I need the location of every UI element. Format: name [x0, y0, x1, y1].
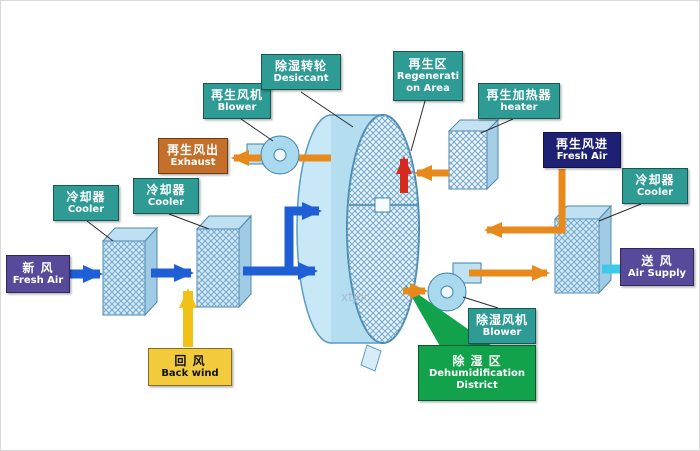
callout-dehumid-blower	[462, 296, 499, 309]
callout-regen-area	[410, 100, 426, 152]
callout-cooler-left2	[168, 213, 210, 230]
dehumid-blower-fan	[427, 262, 482, 312]
label-exhaust-en: Exhaust	[170, 157, 216, 169]
label-regen-blower: 再生风机 Blower	[203, 83, 271, 119]
label-regen-area: 再生区 Regenerati on Area	[393, 51, 463, 101]
wheel-bottom-tab	[360, 344, 382, 372]
label-dehumid-blower-en: Blower	[482, 327, 522, 339]
label-regen-area-en2: on Area	[406, 83, 450, 95]
label-regen-fresh-air: 再生风进 Fresh Air	[543, 132, 621, 168]
label-fresh-air: 新 风 Fresh Air	[6, 255, 70, 293]
label-exhaust-zh: 再生风出	[166, 142, 219, 157]
label-desiccant-wheel-en: Desiccant	[273, 73, 329, 85]
arrow-cooler2-to-wheel-high	[284, 202, 322, 271]
cooler-unit-1	[101, 226, 159, 317]
rotary-wheel	[296, 114, 420, 372]
label-desiccant-wheel: 除湿转轮 Desiccant	[261, 54, 341, 90]
label-cooler-left-2-zh: 冷却器	[146, 182, 186, 197]
label-cooler-right: 冷却器 Cooler	[622, 168, 688, 204]
label-cooler-left-2-en: Cooler	[147, 197, 185, 209]
label-regen-blower-en: Blower	[217, 102, 257, 114]
label-dehumid-blower-zh: 除湿风机	[475, 312, 528, 327]
label-exhaust: 再生风出 Exhaust	[158, 138, 228, 174]
label-fresh-air-en: Fresh Air	[12, 275, 64, 287]
label-air-supply: 送 风 Air Supply	[620, 248, 694, 286]
label-dehumid-district: 除 湿 区 Dehumidification District	[418, 345, 536, 401]
label-regen-area-en1: Regenerati	[396, 71, 460, 83]
label-regen-blower-zh: 再生风机	[210, 87, 263, 102]
label-air-supply-en: Air Supply	[627, 268, 687, 280]
label-regen-heater: 再生加热器 heater	[478, 83, 560, 119]
process-air-arrows	[70, 202, 322, 283]
label-cooler-left-2: 冷却器 Cooler	[133, 178, 199, 214]
label-dehumid-district-en2: District	[456, 380, 498, 392]
label-dehumid-district-zh: 除 湿 区	[452, 353, 502, 368]
label-regen-fresh-air-en: Fresh Air	[556, 151, 608, 163]
label-cooler-left-1-en: Cooler	[67, 204, 105, 216]
label-fresh-air-zh: 新 风	[22, 260, 54, 275]
label-dehumid-district-en1: Dehumidification	[428, 368, 526, 380]
callout-desiccant	[300, 91, 354, 128]
label-regen-heater-zh: 再生加热器	[486, 87, 552, 102]
label-dehumid-blower: 除湿风机 Blower	[468, 308, 536, 344]
label-cooler-left-1-zh: 冷却器	[66, 189, 106, 204]
label-back-wind-zh: 回 风	[174, 353, 206, 368]
watermark: xtjqc	[341, 290, 370, 304]
label-cooler-right-en: Cooler	[636, 187, 674, 199]
wheel-hub	[374, 197, 391, 213]
regen-air-arrows	[231, 150, 566, 299]
label-cooler-right-zh: 冷却器	[635, 172, 675, 187]
callout-regen-blower	[240, 118, 274, 142]
callout-heater	[480, 118, 514, 134]
label-back-wind-en: Back wind	[161, 368, 219, 380]
label-regen-heater-en: heater	[500, 102, 538, 114]
regen-heater-unit	[447, 118, 500, 191]
label-regen-fresh-air-zh: 再生风进	[555, 136, 608, 151]
arrow-regen-fresh-to-heater	[484, 169, 566, 238]
label-cooler-left-1: 冷却器 Cooler	[53, 185, 119, 221]
label-regen-area-zh: 再生区	[408, 56, 448, 71]
callout-cooler-left1	[86, 220, 114, 242]
cooler-unit-2	[195, 214, 253, 309]
label-desiccant-wheel-zh: 除湿转轮	[274, 58, 327, 73]
callout-cooler-right	[598, 203, 642, 222]
label-back-wind: 回 风 Back wind	[148, 348, 232, 386]
callout-lines	[86, 91, 642, 309]
label-air-supply-zh: 送 风	[641, 253, 673, 268]
